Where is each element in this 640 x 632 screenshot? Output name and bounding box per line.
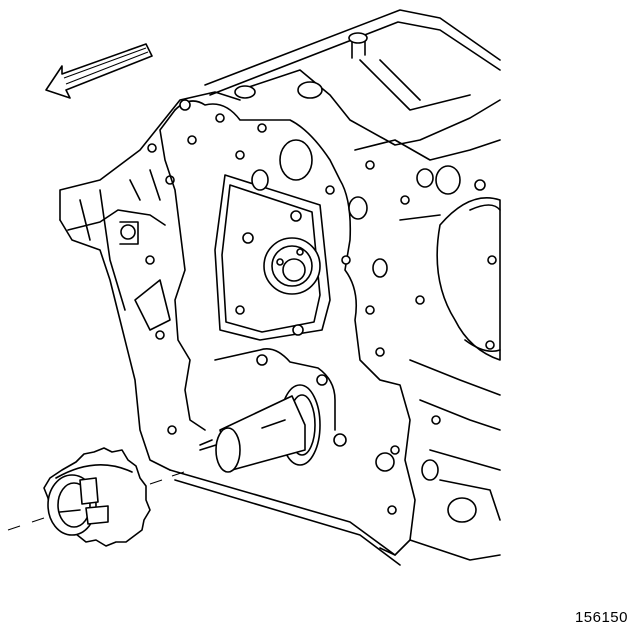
- front-cover-gasket-surface: [159, 100, 416, 556]
- block-left-side: [59, 91, 241, 471]
- block-fasteners: [179, 99, 441, 425]
- block-top-deck: [204, 9, 501, 146]
- front-direction-arrow-icon: [45, 43, 153, 99]
- crankshaft-sprocket: [43, 447, 151, 547]
- figure-id-label: 156150: [574, 609, 628, 626]
- crankshaft-snout: [199, 395, 306, 473]
- cylinder-bore-area: [354, 139, 501, 561]
- block-lower-rail: [169, 444, 401, 566]
- camshaft-bore: [263, 237, 321, 295]
- crankshaft-centerline: [7, 471, 185, 531]
